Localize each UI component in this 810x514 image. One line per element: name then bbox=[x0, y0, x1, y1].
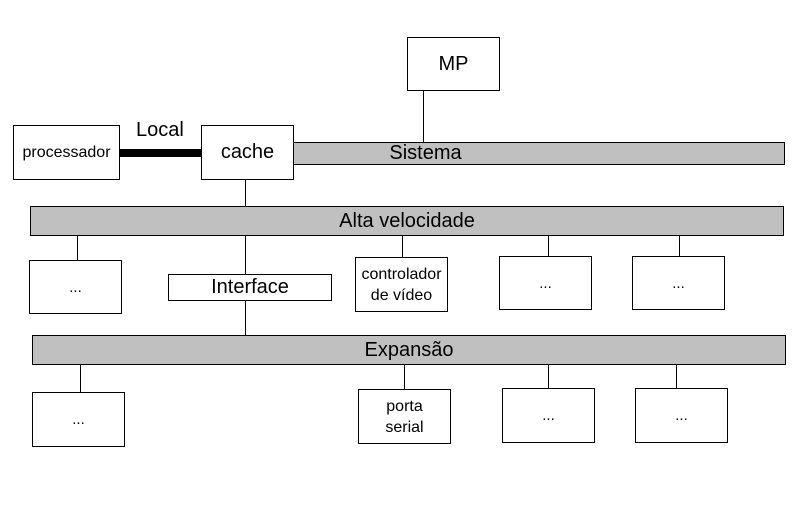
porta-serial-label-1: porta bbox=[386, 397, 423, 415]
local-bus-label: Local bbox=[136, 119, 184, 141]
alta-to-box5-line bbox=[679, 235, 680, 257]
device-ellipsis: ... bbox=[69, 278, 82, 296]
expansao-to-box1-line bbox=[80, 364, 81, 392]
alta-velocidade-bus: Alta velocidade bbox=[30, 206, 784, 236]
local-bus-link bbox=[119, 149, 202, 157]
device-ellipsis: ... bbox=[675, 407, 688, 424]
porta-serial-box: porta serial bbox=[358, 389, 451, 444]
alta-to-interface-line bbox=[245, 235, 246, 274]
device-box-row2-1: ... bbox=[32, 392, 125, 447]
expansao-to-box3-line bbox=[548, 364, 549, 388]
expansao-to-porta-line bbox=[404, 364, 405, 389]
interface-to-expansao-line bbox=[245, 300, 246, 336]
expansao-bus-label: Expansão bbox=[364, 338, 454, 361]
expansao-bus: Expansão bbox=[32, 335, 786, 365]
cache-label: cache bbox=[220, 141, 275, 163]
porta-serial-label-2: serial bbox=[385, 418, 424, 436]
alta-to-controlador-line bbox=[402, 235, 403, 258]
alta-to-left-box-line bbox=[77, 235, 78, 261]
mp-to-sistema-line bbox=[423, 90, 424, 142]
interface-box: Interface bbox=[168, 274, 332, 301]
processador-box: processador bbox=[13, 125, 120, 180]
interface-label: Interface bbox=[211, 276, 289, 298]
mp-label: MP bbox=[438, 52, 469, 75]
controlador-video-box: controlador de vídeo bbox=[355, 257, 448, 312]
device-box-row1-1: ... bbox=[29, 260, 122, 314]
device-ellipsis: ... bbox=[72, 411, 85, 428]
cache-box: cache bbox=[201, 125, 294, 180]
controlador-video-label-1: controlador bbox=[361, 265, 442, 283]
sistema-bus-label: Sistema bbox=[389, 142, 462, 164]
device-ellipsis: ... bbox=[542, 407, 555, 424]
device-ellipsis: ... bbox=[672, 274, 685, 292]
device-box-row2-3: ... bbox=[502, 388, 595, 443]
device-box-row1-5: ... bbox=[632, 256, 725, 310]
device-box-row2-4: ... bbox=[635, 388, 728, 443]
sistema-bus: Sistema bbox=[290, 142, 785, 165]
alta-velocidade-bus-label: Alta velocidade bbox=[339, 209, 475, 232]
controlador-video-label-2: de vídeo bbox=[370, 286, 433, 304]
device-ellipsis: ... bbox=[539, 274, 552, 292]
alta-to-box4-line bbox=[548, 235, 549, 257]
cache-to-alta-line bbox=[245, 179, 246, 207]
mp-box: MP bbox=[407, 37, 500, 91]
device-box-row1-4: ... bbox=[499, 256, 592, 310]
expansao-to-box4-line bbox=[676, 364, 677, 388]
processador-label: processador bbox=[22, 144, 111, 161]
